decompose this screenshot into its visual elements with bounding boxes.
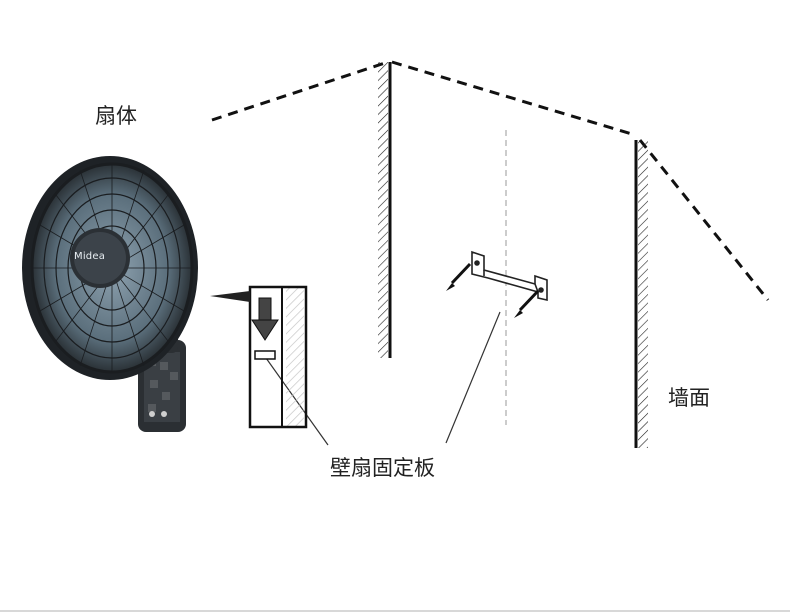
fan-body-label: 扇体: [95, 104, 137, 128]
brand-logo-text: Midea: [74, 251, 106, 262]
fan-mount-plate-label: 壁扇固定板: [330, 456, 435, 480]
wall-edge-left: [378, 62, 392, 358]
screw-icon: [514, 289, 540, 318]
bottom-divider: [0, 610, 790, 612]
wall-edge-right: [634, 140, 648, 448]
down-arrow-icon: [251, 297, 279, 341]
fan-back-panel: [248, 285, 308, 429]
wall-label: 墙面: [668, 386, 710, 410]
mount-arrow: [210, 291, 250, 302]
wall-fan-icon: [22, 156, 198, 432]
screw-icon: [446, 262, 472, 291]
leader-line-bracket: [445, 311, 501, 444]
room-outline: [211, 60, 770, 301]
